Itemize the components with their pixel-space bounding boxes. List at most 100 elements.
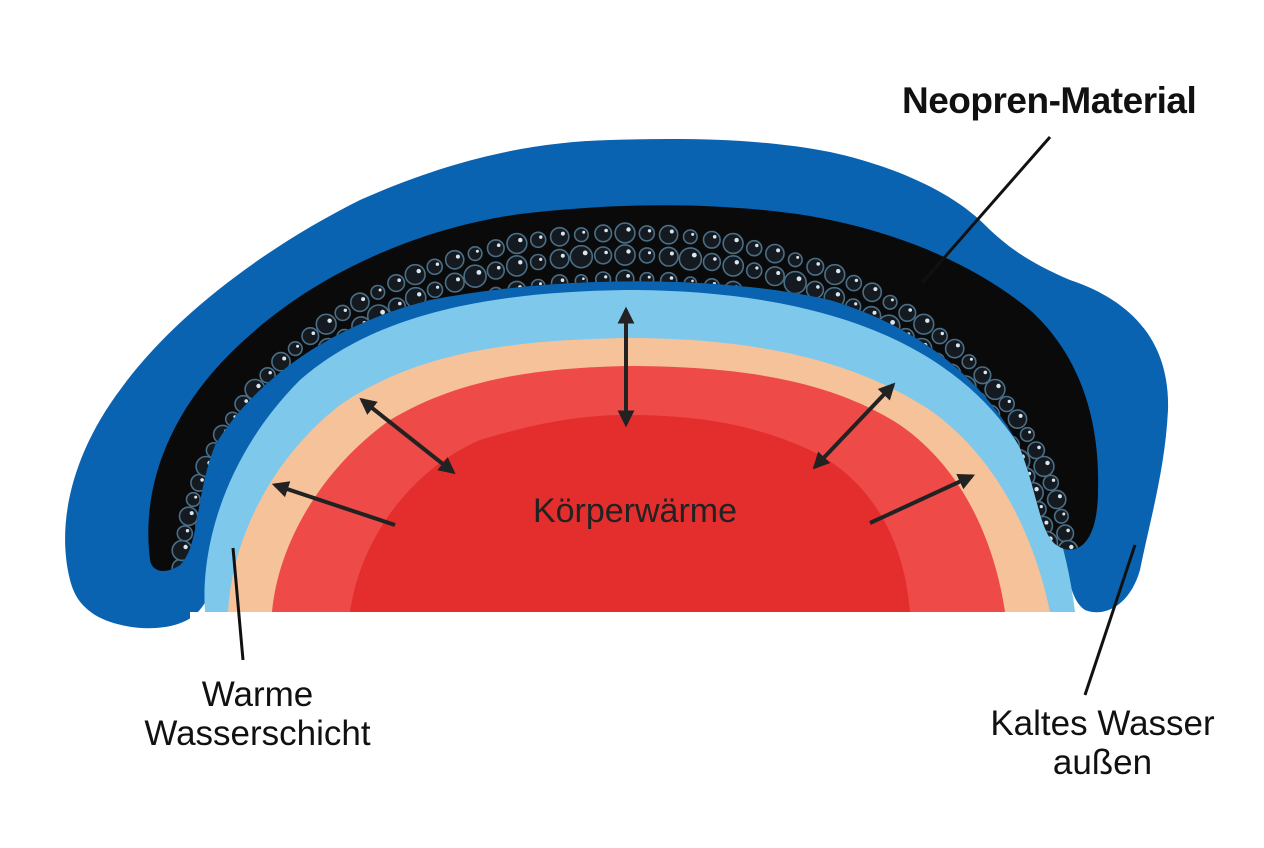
heat-arrow-upper-left xyxy=(359,397,456,475)
gas-bubble xyxy=(824,263,846,286)
gas-bubble-highlight xyxy=(734,260,739,265)
gas-bubble-highlight xyxy=(327,318,332,323)
gas-bubble xyxy=(549,226,570,247)
gas-bubble-highlight xyxy=(940,331,944,336)
gas-bubble-highlight xyxy=(1044,520,1049,525)
leader-line-neoprene xyxy=(920,136,1052,284)
gas-bubble-highlight xyxy=(647,229,652,233)
label-warm-water-layer: Warme Wasserschicht xyxy=(144,675,371,754)
gas-bubble xyxy=(764,266,786,287)
gas-bubble-highlight xyxy=(873,287,878,292)
gas-bubble xyxy=(998,395,1016,413)
gas-bubble-highlight xyxy=(796,276,802,282)
gas-bubble xyxy=(1053,508,1069,524)
gas-bubble xyxy=(973,366,992,385)
gas-bubble-highlight xyxy=(816,285,820,289)
gas-bubble-highlight xyxy=(268,371,272,375)
gas-bubble-highlight xyxy=(890,320,895,325)
gas-bubble xyxy=(913,313,935,335)
gas-bubble xyxy=(529,231,547,249)
gas-bubble xyxy=(467,246,483,262)
gas-bubble-highlight xyxy=(925,318,930,323)
gas-bubble-highlight xyxy=(582,277,585,281)
gas-bubble-highlight xyxy=(604,275,608,279)
gas-bubble-highlight xyxy=(398,301,402,306)
gas-bubble-highlight xyxy=(1045,460,1050,466)
gas-bubble xyxy=(506,232,528,255)
body-core xyxy=(350,415,910,612)
gas-bubble xyxy=(1046,489,1067,510)
gas-bubble xyxy=(765,243,785,264)
gas-bubble xyxy=(529,253,547,271)
gas-bubble-highlight xyxy=(796,255,800,259)
gas-bubble-highlight xyxy=(626,274,630,278)
gas-bubble xyxy=(505,254,528,277)
gas-bubble-highlight xyxy=(582,230,586,234)
gas-bubble-highlight xyxy=(560,231,565,236)
gas-bubble xyxy=(486,261,505,280)
gas-bubble xyxy=(745,262,763,279)
gas-bubble xyxy=(486,239,505,258)
heat-arrow-right xyxy=(869,473,976,525)
gas-bubble-highlight xyxy=(755,266,759,270)
gas-bubble-highlight xyxy=(604,228,608,233)
gas-bubble xyxy=(702,252,722,272)
neoprene-layer xyxy=(148,205,1099,572)
gas-bubble-highlight xyxy=(244,399,248,403)
gas-bubble xyxy=(301,327,320,346)
leader-line-cold-water xyxy=(1083,544,1137,696)
gas-bubble-highlight xyxy=(983,370,988,375)
gas-bubble xyxy=(1033,455,1055,478)
gas-bubble xyxy=(426,258,444,276)
gas-bubble xyxy=(682,229,698,245)
gas-bubble-highlight xyxy=(496,265,501,270)
gas-bubble xyxy=(404,263,426,286)
gas-bubble-highlight xyxy=(560,253,565,258)
gas-bubble xyxy=(961,354,977,370)
gas-bubble-highlight xyxy=(604,250,608,255)
gas-bubble-highlight xyxy=(456,277,460,282)
gas-bubble-highlight xyxy=(854,302,858,306)
gas-bubble xyxy=(806,257,825,276)
gas-bubble xyxy=(882,294,898,310)
gas-bubble-highlight xyxy=(712,235,717,239)
gas-bubble xyxy=(549,248,570,269)
gas-bubble-highlight xyxy=(539,235,543,239)
gas-bubble-highlight xyxy=(256,383,261,389)
gas-bubble xyxy=(444,272,465,293)
gas-bubble xyxy=(678,247,703,271)
gas-bubble-highlight xyxy=(626,227,631,232)
gas-bubble xyxy=(898,303,917,323)
gas-bubble-highlight xyxy=(776,248,781,253)
gas-bubble xyxy=(185,491,201,508)
gas-bubble-highlight xyxy=(836,268,841,274)
gas-bubble xyxy=(1042,474,1060,492)
gas-bubble-highlight xyxy=(776,271,781,275)
gas-bubble-highlight xyxy=(908,308,912,312)
gas-bubble-highlight xyxy=(713,257,717,261)
gas-bubble-highlight xyxy=(282,356,287,361)
gas-bubble xyxy=(658,246,679,267)
gas-bubble-highlight xyxy=(872,310,877,315)
gas-bubble-highlight xyxy=(397,278,401,283)
gas-bubble xyxy=(573,227,590,243)
gas-bubble-highlight xyxy=(518,260,523,265)
gas-bubble-highlight xyxy=(669,251,674,256)
heat-arrow-left xyxy=(271,481,396,527)
gas-bubble xyxy=(931,327,949,345)
gas-bubble-highlight xyxy=(691,279,694,283)
gas-bubble xyxy=(638,247,656,264)
gas-bubble-highlight xyxy=(647,251,652,255)
heat-arrow-upper-right xyxy=(812,382,896,470)
gas-bubble-highlight xyxy=(969,357,973,361)
gas-bubble-highlight xyxy=(1066,528,1070,533)
gas-bubble xyxy=(1019,426,1035,443)
gas-bubble xyxy=(349,292,370,313)
gas-bubble xyxy=(1007,409,1028,430)
gas-bubble xyxy=(787,252,803,268)
gas-bubble xyxy=(614,222,636,244)
gas-bubble-highlight xyxy=(189,511,194,516)
gas-bubble-highlight xyxy=(539,282,542,286)
